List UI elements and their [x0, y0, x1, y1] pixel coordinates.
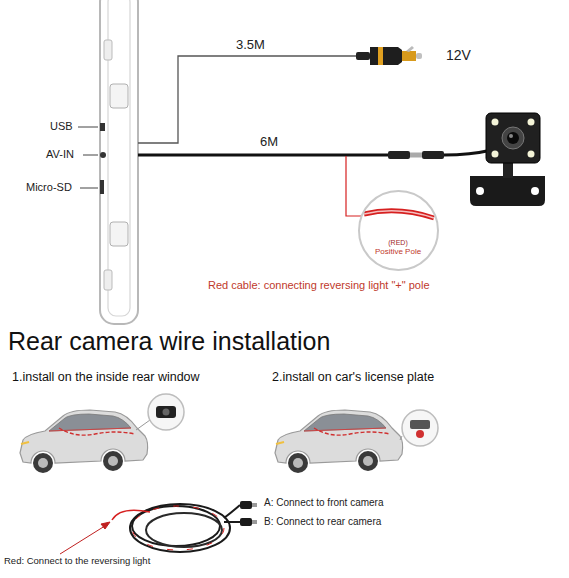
note-text: Red cable: connecting reversing light "+… — [208, 279, 430, 292]
port-leader — [78, 127, 98, 188]
port-label: Micro-SD — [26, 181, 72, 194]
av-cable — [138, 154, 388, 157]
cable-length: 6M — [260, 135, 278, 150]
power-cable — [138, 56, 356, 143]
mirror — [100, 0, 138, 324]
wire-label: Red: Connect to the reversing light — [4, 556, 150, 567]
connector-label: A: Connect to front camera — [264, 497, 384, 509]
red-wire — [346, 156, 362, 216]
magnifier-circle: (RED)Positive Pole — [358, 190, 439, 271]
port-label: USB — [50, 120, 73, 133]
voltage-label: 12V — [446, 47, 471, 63]
callout-text: Positive Pole — [375, 247, 421, 257]
rear-camera — [470, 113, 545, 206]
step-label: 1.install on the inside rear window — [12, 370, 200, 384]
car-figure — [20, 410, 148, 473]
port-label: AV-IN — [46, 148, 74, 161]
camera-closeup — [136, 394, 438, 446]
heading: Rear camera wire installation — [8, 327, 330, 356]
car-figure — [275, 410, 403, 473]
cable-plug — [240, 501, 257, 526]
av-connector — [388, 150, 492, 159]
callout-text: (RED) — [388, 239, 407, 247]
cable-length: 3.5M — [236, 38, 265, 53]
connector-label: B: Connect to rear camera — [264, 516, 381, 528]
cable-coil — [112, 504, 240, 552]
car-plug — [356, 46, 422, 65]
step-label: 2.install on car's license plate — [272, 370, 434, 384]
wire-closeup — [364, 211, 434, 218]
pointer-arrow — [60, 522, 110, 554]
